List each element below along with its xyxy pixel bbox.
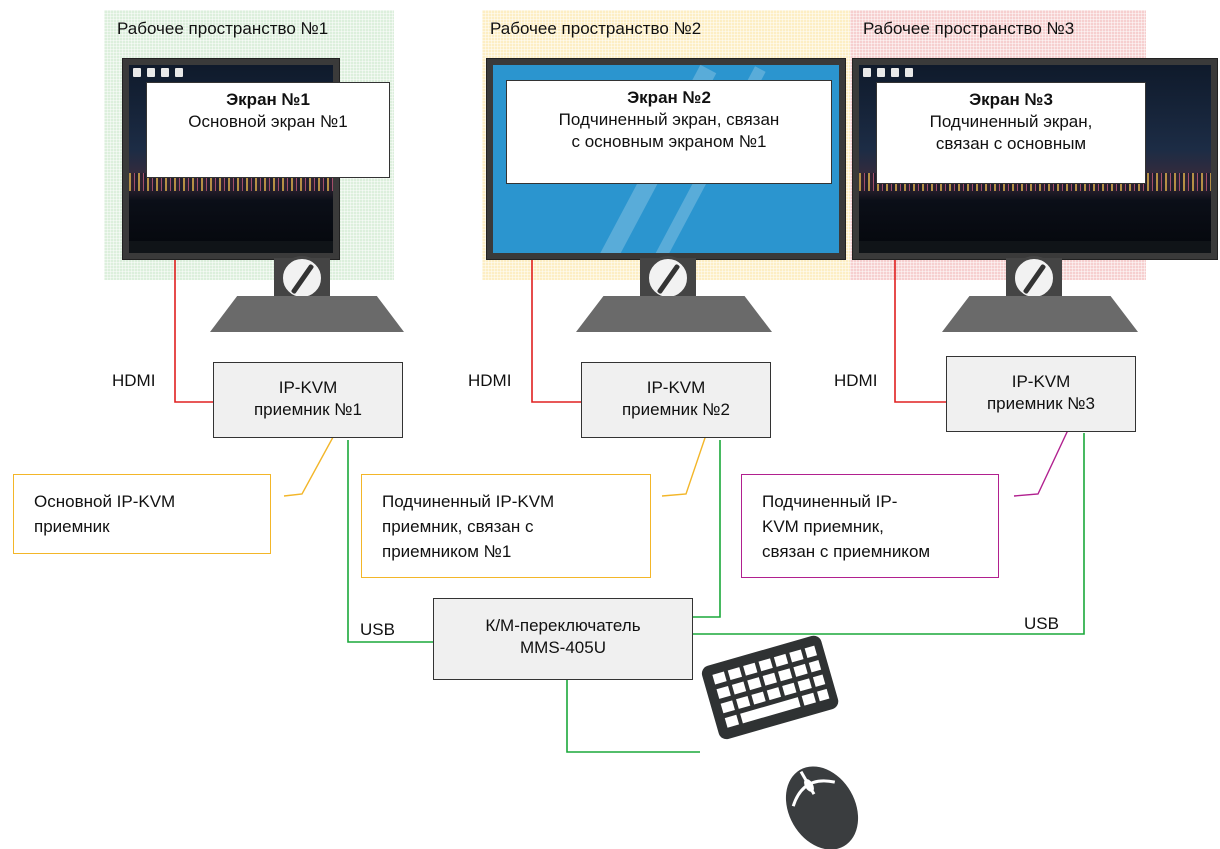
receiver-1-line1: IP-KVM xyxy=(278,378,338,397)
note-3-line3: связан с приемником xyxy=(762,542,931,561)
screen-2-line1: Подчиненный экран, связан xyxy=(558,110,780,129)
receiver-1-line2: приемник №1 xyxy=(253,400,363,419)
usb-line-1 xyxy=(347,440,433,643)
screen-1-label: Экран №1 Основной экран №1 xyxy=(146,82,390,178)
hdmi-line-2 xyxy=(531,258,581,403)
screen-3-line2: связан с основным xyxy=(935,134,1087,153)
callout-line-2 xyxy=(661,431,708,497)
hdmi-line-1 xyxy=(174,258,213,403)
receiver-2-line1: IP-KVM xyxy=(646,378,706,397)
switch-line2: MMS-405U xyxy=(520,638,606,657)
taskbar xyxy=(859,241,1211,253)
note-slave-receiver-2: Подчиненный IP-KVM приемник, связан с пр… xyxy=(361,474,651,578)
hdmi-label-3: HDMI xyxy=(834,371,878,390)
desktop-icon xyxy=(863,68,871,77)
desktop-icon xyxy=(877,68,885,77)
callout-line-1 xyxy=(283,427,339,497)
monitor-1-stand-knob xyxy=(280,256,324,300)
hdmi-line-3 xyxy=(894,258,946,403)
note-3-line1: Подчиненный IP- xyxy=(762,492,898,511)
usb-line-3 xyxy=(692,433,1085,635)
screen-3-line1: Подчиненный экран, xyxy=(929,112,1093,131)
desktop-icon xyxy=(905,68,913,77)
note-2-line2: приемник, связан с xyxy=(382,517,534,536)
callout-line-3 xyxy=(1013,429,1069,497)
desktop-icon xyxy=(147,68,155,77)
receiver-2-line2: приемник №2 xyxy=(621,400,731,419)
monitor-1-stand-base xyxy=(210,296,404,332)
desktop-icon xyxy=(133,68,141,77)
monitor-3-stand-knob xyxy=(1012,256,1056,300)
note-1-line1: Основной IP-KVM xyxy=(34,492,176,511)
receiver-3-line2: приемник №3 xyxy=(986,394,1096,413)
screen-1-line1: Основной экран №1 xyxy=(188,112,348,131)
note-3-line2: KVM приемник, xyxy=(762,517,884,536)
screen-3-heading: Экран №3 xyxy=(969,90,1053,109)
screen-2-line2: с основным экраном №1 xyxy=(571,132,767,151)
note-slave-receiver-3: Подчиненный IP- KVM приемник, связан с п… xyxy=(741,474,999,578)
desktop-icon xyxy=(175,68,183,77)
mouse-icon xyxy=(785,766,859,849)
screen-2-label: Экран №2 Подчиненный экран, связан с осн… xyxy=(506,80,832,184)
usb-line-2 xyxy=(692,440,721,618)
receiver-3-line1: IP-KVM xyxy=(1011,372,1071,391)
switch-line1: К/М-переключатель xyxy=(485,616,641,635)
ip-kvm-receiver-2: IP-KVM приемник №2 xyxy=(581,362,771,438)
desktop-icon xyxy=(161,68,169,77)
ip-kvm-receiver-3: IP-KVM приемник №3 xyxy=(946,356,1136,432)
monitor-2-stand-knob xyxy=(646,256,690,300)
monitor-2-stand-base xyxy=(576,296,772,332)
taskbar xyxy=(129,241,333,253)
note-2-line3: приемником №1 xyxy=(382,542,512,561)
screen-2-heading: Экран №2 xyxy=(627,88,711,107)
note-2-line1: Подчиненный IP-KVM xyxy=(382,492,555,511)
note-main-receiver: Основной IP-KVM приемник xyxy=(13,474,271,554)
note-1-line2: приемник xyxy=(34,517,110,536)
workspace-1-title: Рабочее пространство №1 xyxy=(117,19,329,38)
usb-label-2: USB xyxy=(1024,614,1059,633)
hdmi-label-1: HDMI xyxy=(112,371,156,390)
keyboard-icon xyxy=(701,635,839,740)
desktop-icon xyxy=(891,68,899,77)
keyboard-line xyxy=(566,680,700,753)
ip-kvm-receiver-1: IP-KVM приемник №1 xyxy=(213,362,403,438)
screen-1-heading: Экран №1 xyxy=(226,90,310,109)
workspace-2-title: Рабочее пространство №2 xyxy=(490,19,702,38)
usb-label-1: USB xyxy=(360,620,395,639)
km-switch: К/М-переключатель MMS-405U xyxy=(433,598,693,680)
monitor-3-stand-base xyxy=(942,296,1138,332)
screen-3-label: Экран №3 Подчиненный экран, связан с осн… xyxy=(876,82,1146,184)
hdmi-label-2: HDMI xyxy=(468,371,512,390)
workspace-3-title: Рабочее пространство №3 xyxy=(863,19,1075,38)
